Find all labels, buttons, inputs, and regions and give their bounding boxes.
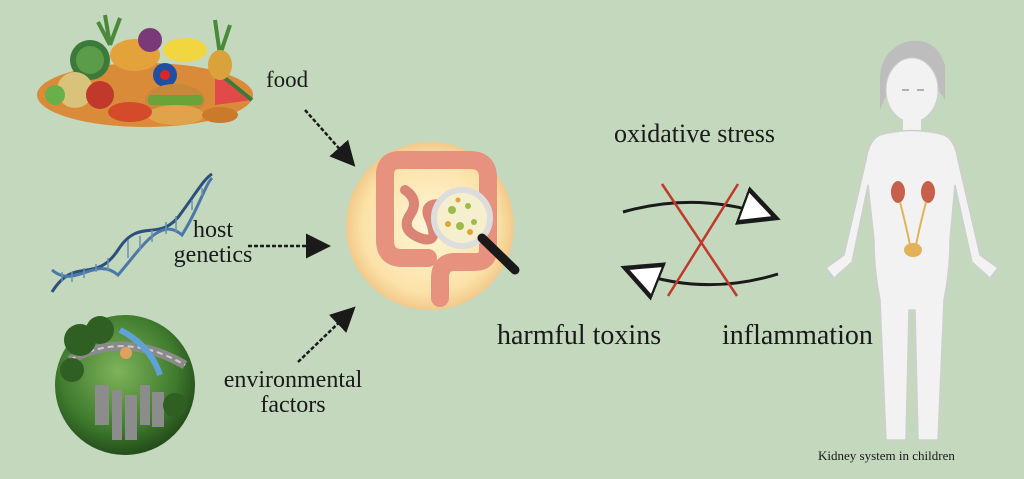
environmental-line2: factors — [260, 392, 326, 419]
environment-arrow — [297, 306, 356, 363]
host-genetics-line2: genetics — [173, 242, 253, 269]
intestine-magnifier-icon — [346, 142, 520, 310]
kidney-caption: Kidney system in children — [818, 448, 955, 463]
forward-arrow — [622, 202, 776, 218]
backward-arrow — [625, 268, 779, 285]
harmful-toxins-label: harmful toxins — [497, 320, 662, 351]
red-cross-icon — [660, 183, 740, 297]
food-pile-icon — [37, 14, 254, 127]
host-genetics-label: host genetics — [168, 217, 258, 269]
food-label: food — [266, 67, 309, 92]
input-arrows — [248, 109, 356, 363]
environmental-factors-label: environmental factors — [213, 367, 373, 419]
food-arrow — [304, 109, 356, 167]
earth-globe-icon — [55, 315, 195, 455]
oxidative-stress-label: oxidative stress — [614, 119, 776, 148]
dna-helix-icon — [50, 172, 214, 293]
environmental-line1: environmental — [223, 367, 363, 393]
host-genetics-line1: host — [192, 217, 233, 243]
child-body-icon — [824, 40, 1000, 441]
inflammation-label: inflammation — [722, 320, 873, 351]
cycle-arrows — [623, 202, 778, 284]
